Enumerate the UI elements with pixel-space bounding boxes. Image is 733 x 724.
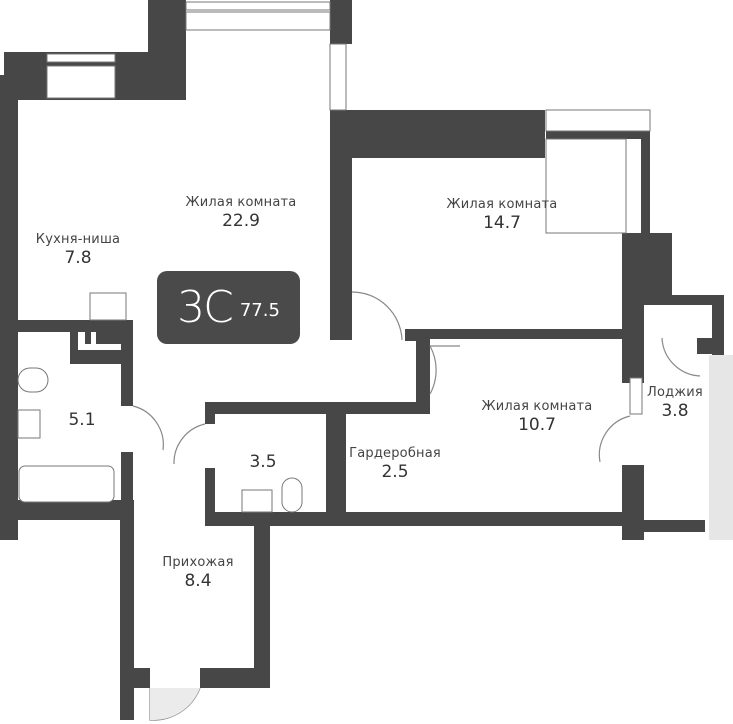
room-wc: 3.5 (249, 452, 277, 472)
room-hallway: Прихожая 8.4 (162, 555, 234, 591)
room-kitchen-niche: Кухня-ниша 7.8 (35, 232, 121, 268)
room-loggia: Лоджия 3.8 (647, 385, 703, 421)
room-living-2: Жилая комната 14.7 (446, 197, 558, 233)
wc-toilet-icon (281, 477, 303, 513)
loggia-glazing (709, 355, 733, 540)
bathtub-icon (18, 465, 115, 503)
apartment-type: 3С (177, 282, 234, 333)
shelves (326, 412, 340, 437)
room-bathroom: 5.1 (68, 410, 96, 430)
room-living-3: Жилая комната 10.7 (481, 399, 593, 435)
apartment-badge: 3С 77.5 (157, 271, 300, 344)
windows (46, 1, 651, 415)
wc-sink-icon (241, 489, 273, 513)
room-living-1: Жилая комната 22.9 (185, 195, 297, 231)
fixtures (17, 292, 303, 513)
bath-sink-icon (17, 409, 41, 439)
room-wardrobe: Гардеробная 2.5 (349, 446, 441, 482)
kitchen-sink-icon (89, 292, 127, 321)
entrance-door (150, 688, 200, 721)
total-area: 77.5 (239, 300, 280, 321)
toilet-icon (17, 367, 49, 393)
